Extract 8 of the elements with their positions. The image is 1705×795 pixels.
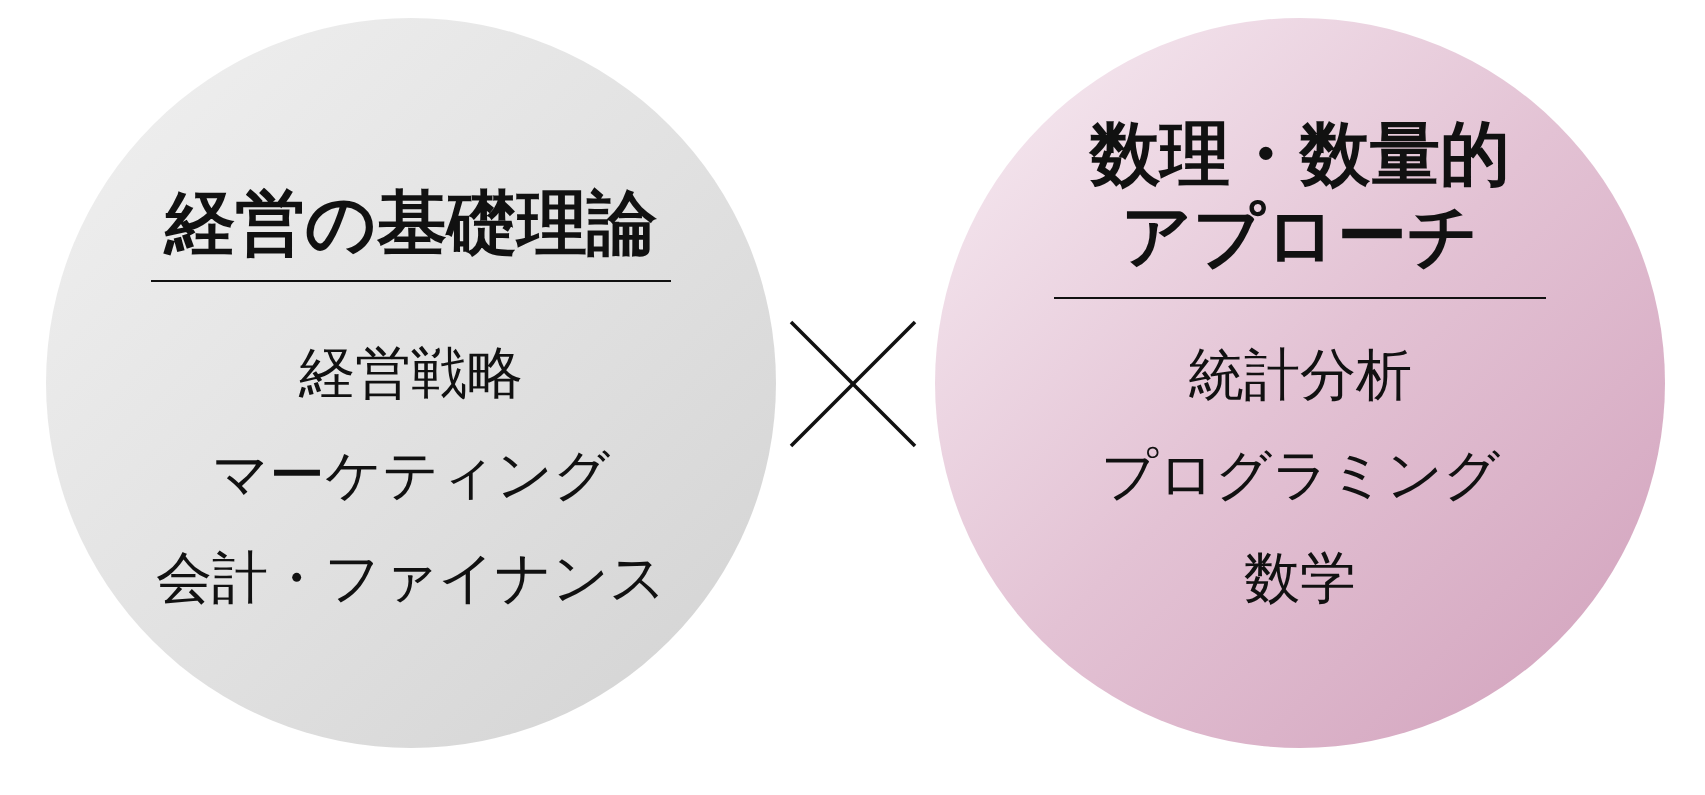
item-text: 数学 bbox=[1243, 544, 1357, 612]
item-text: 会計・ファイナンス bbox=[155, 544, 667, 612]
heading: 数理・数量的アプローチ bbox=[1088, 113, 1511, 277]
item-text: 経営戦略 bbox=[298, 339, 524, 407]
heading: 経営の基礎理論 bbox=[162, 181, 658, 265]
item-text: 統計分析 bbox=[1187, 341, 1413, 409]
item-text: プログラミング bbox=[1099, 441, 1501, 509]
item-text: マーケティング bbox=[211, 441, 611, 509]
